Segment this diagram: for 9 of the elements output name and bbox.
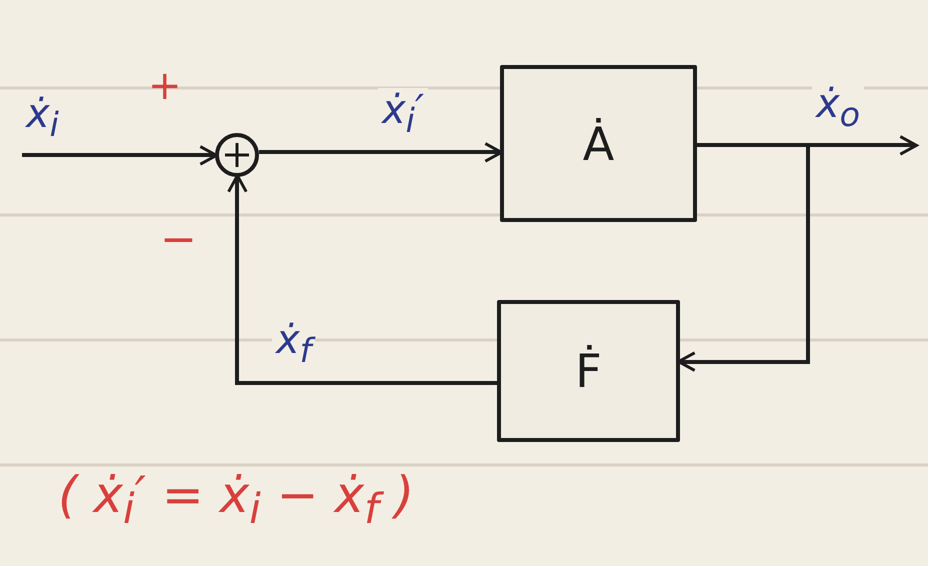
block-label: Ȧ	[582, 120, 614, 166]
sign-label: +	[148, 66, 182, 106]
arrow	[259, 142, 502, 162]
arrow	[22, 146, 218, 165]
sign-label: −	[160, 218, 197, 262]
arrow	[228, 174, 497, 385]
block-box	[500, 65, 697, 222]
block-box	[497, 300, 680, 442]
equation-note: ( ẋ$_{i}$′ = ẋ$_{i}$ − ẋ$_{f}$ )	[58, 470, 414, 530]
